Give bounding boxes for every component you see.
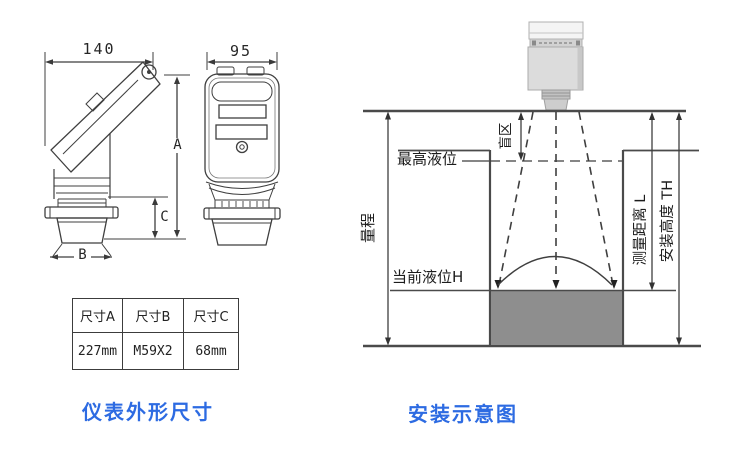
liquid-fill: [491, 291, 622, 345]
sensor-drawing: [527, 21, 584, 111]
range-label: 量程: [359, 213, 377, 244]
dim-label-b: B: [74, 248, 91, 263]
dim-label-a: A: [169, 138, 186, 153]
dim-label-c: C: [156, 210, 173, 225]
table-value-row: 227mm M59X2 68mm: [72, 332, 239, 370]
table-value-cell: 227mm: [72, 332, 123, 370]
dim-95: 95: [229, 42, 253, 60]
table-value-cell: M59X2: [122, 332, 184, 370]
table-header-row: 尺寸A 尺寸B 尺寸C: [72, 298, 239, 333]
front-view-drawing: [203, 52, 281, 246]
measuring-distance-label: 测量距离 L: [633, 194, 649, 266]
table-header-cell: 尺寸A: [72, 298, 123, 333]
right-caption: 安装示意图: [408, 402, 518, 426]
table-value-cell: 68mm: [183, 332, 239, 370]
blind-zone-label: 盲区: [498, 122, 514, 150]
max-level-label: 最高液位: [397, 150, 458, 168]
dim-140: 140: [82, 40, 116, 58]
installation-diagram: [363, 21, 701, 348]
table-header-cell: 尺寸B: [122, 298, 184, 333]
dimension-table: 尺寸A 尺寸B 尺寸C 227mm M59X2 68mm: [72, 298, 239, 370]
install-height-label: 安装高度 TH: [660, 179, 676, 263]
table-header-cell: 尺寸C: [183, 298, 239, 333]
current-level-label: 当前液位H: [392, 268, 464, 286]
side-view-drawing: [44, 52, 190, 260]
left-caption: 仪表外形尺寸: [82, 400, 214, 424]
